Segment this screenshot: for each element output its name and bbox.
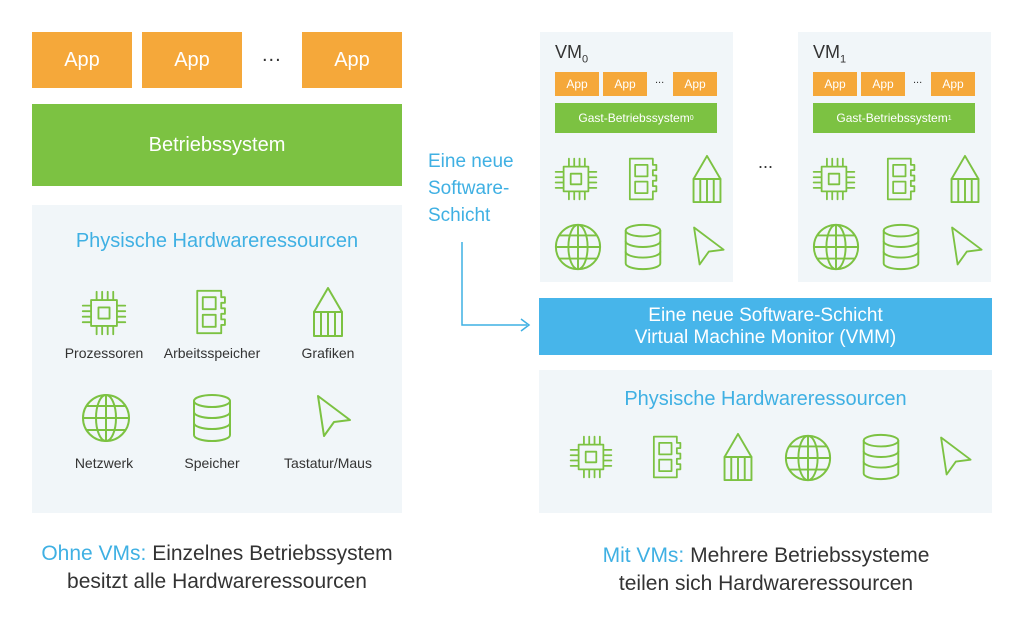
vm-title: VM1 (813, 42, 847, 66)
network-icon (783, 433, 833, 483)
app-box: App (142, 32, 242, 88)
memory-icon (188, 286, 236, 338)
app-box: App (603, 72, 647, 96)
caption-highlight: Mit VMs: (602, 544, 685, 567)
network-icon (811, 222, 861, 272)
ellipsis: ... (262, 44, 282, 66)
pointer-icon (683, 222, 731, 270)
vmm-line: Eine neue Software-Schicht (648, 304, 883, 326)
graphics-icon (940, 154, 990, 204)
resource-label: Arbeitsspeicher (163, 345, 261, 361)
resource-label: Netzwerk (74, 455, 134, 471)
pointer-arrow (461, 242, 531, 332)
processor-icon (553, 156, 599, 202)
app-box: App (555, 72, 599, 96)
app-box: App (813, 72, 857, 96)
note-line: Eine neue (428, 151, 514, 172)
caption-text: Mehrere Betriebssysteme (684, 544, 930, 567)
graphics-icon (682, 154, 732, 204)
storage-icon (186, 392, 238, 444)
app-box: App (861, 72, 905, 96)
processor-icon (80, 289, 128, 337)
caption-text: teilen sich Hardwareressourcen (618, 572, 914, 595)
hardware-title: Physische Hardwareressourcen (624, 388, 907, 410)
vm-title: VM0 (555, 42, 589, 66)
left-caption: Ohne VMs: Einzelnes Betriebssystem besit… (17, 540, 417, 596)
ellipsis: ... (758, 152, 774, 172)
hardware-panel (32, 205, 402, 513)
resource-label: Speicher (184, 455, 240, 471)
app-box: App (32, 32, 132, 88)
note-line: Schicht (428, 205, 491, 226)
caption-text: Einzelnes Betriebssystem (146, 542, 393, 565)
processor-icon (811, 156, 857, 202)
pointer-icon (941, 222, 989, 270)
caption-highlight: Ohne VMs: (41, 542, 147, 565)
vmm-layer: Eine neue Software-Schicht Virtual Machi… (539, 298, 992, 355)
note-line: Software- (428, 178, 510, 199)
software-layer-note: Eine neue Software- Schicht (428, 148, 514, 229)
resource-label: Grafiken (301, 345, 355, 361)
hardware-title: Physische Hardwareressourcen (75, 230, 359, 252)
pointer-icon (930, 432, 978, 480)
caption-text: besitzt alle Hardwareressourcen (67, 570, 367, 593)
app-box: App (673, 72, 717, 96)
resource-label: Prozessoren (64, 345, 144, 361)
vmm-line: Virtual Machine Monitor (VMM) (634, 326, 897, 348)
ellipsis: ... (913, 74, 923, 86)
ellipsis: ... (655, 74, 665, 86)
storage-icon (856, 432, 906, 482)
app-box: App (931, 72, 975, 96)
storage-icon (876, 222, 926, 272)
processor-icon (568, 434, 614, 480)
hardware-panel (539, 370, 992, 513)
network-icon (553, 222, 603, 272)
memory-icon (621, 154, 667, 204)
network-icon (80, 392, 132, 444)
storage-icon (618, 222, 668, 272)
operating-system-box: Betriebssystem (32, 104, 402, 186)
memory-icon (645, 432, 691, 482)
right-caption: Mit VMs: Mehrere Betriebssysteme teilen … (556, 542, 976, 598)
pointer-icon (306, 390, 358, 442)
memory-icon (879, 154, 925, 204)
resource-label: Tastatur/Maus (284, 455, 372, 471)
app-box: App (302, 32, 402, 88)
graphics-icon (713, 432, 763, 482)
graphics-icon (302, 286, 354, 338)
